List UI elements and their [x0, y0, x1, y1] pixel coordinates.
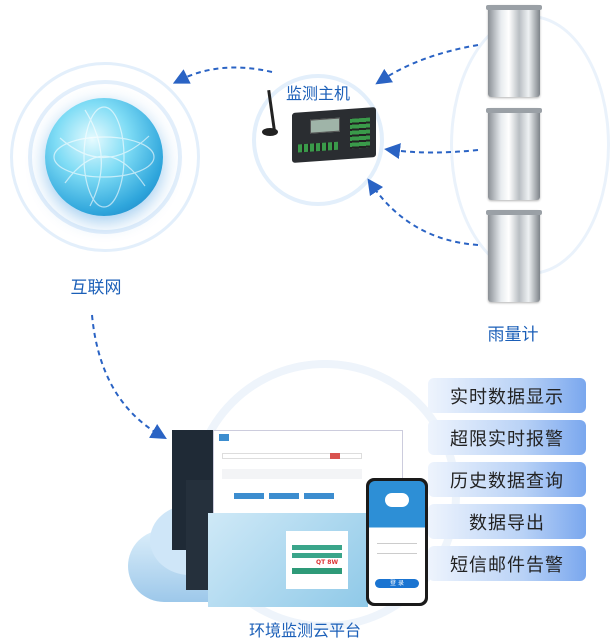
feature-realtime-display: 实时数据显示	[428, 378, 586, 413]
internet-label: 互联网	[70, 278, 122, 298]
phone-screenshot: 登 录	[366, 478, 428, 606]
web-dashboard-screenshot	[213, 430, 403, 518]
arrow-host-to-internet	[172, 66, 273, 84]
captcha-text: QT 8W	[316, 559, 339, 566]
rain-gauge-1	[486, 5, 542, 97]
host-label: 监测主机	[285, 84, 351, 103]
cloud-platform-label: 环境监测云平台	[248, 621, 362, 640]
web-login-screenshot: QT 8W	[208, 513, 368, 607]
globe-ring-inner	[28, 80, 182, 234]
arrow-gauge1-to-host	[375, 44, 479, 85]
feature-overlimit-alarm: 超限实时报警	[428, 420, 586, 455]
rain-gauge-2	[486, 108, 542, 200]
rain-gauge-label: 雨量计	[487, 325, 539, 345]
phone-login-button[interactable]: 登 录	[375, 579, 419, 588]
globe-ring-outer	[10, 62, 200, 252]
arrow-gauge2-to-host	[384, 143, 479, 159]
feature-history-query: 历史数据查询	[428, 462, 586, 497]
internet-globe-icon	[45, 98, 163, 216]
host-ring	[252, 74, 384, 206]
feature-sms-email-alert: 短信邮件告警	[428, 546, 586, 581]
arrow-internet-to-platform	[91, 314, 167, 440]
rain-gauge-3	[486, 210, 542, 302]
arrow-gauge3-to-host	[367, 178, 479, 246]
feature-data-export: 数据导出	[428, 504, 586, 539]
cloud-logo-icon	[385, 493, 409, 507]
antenna-base	[262, 128, 278, 136]
